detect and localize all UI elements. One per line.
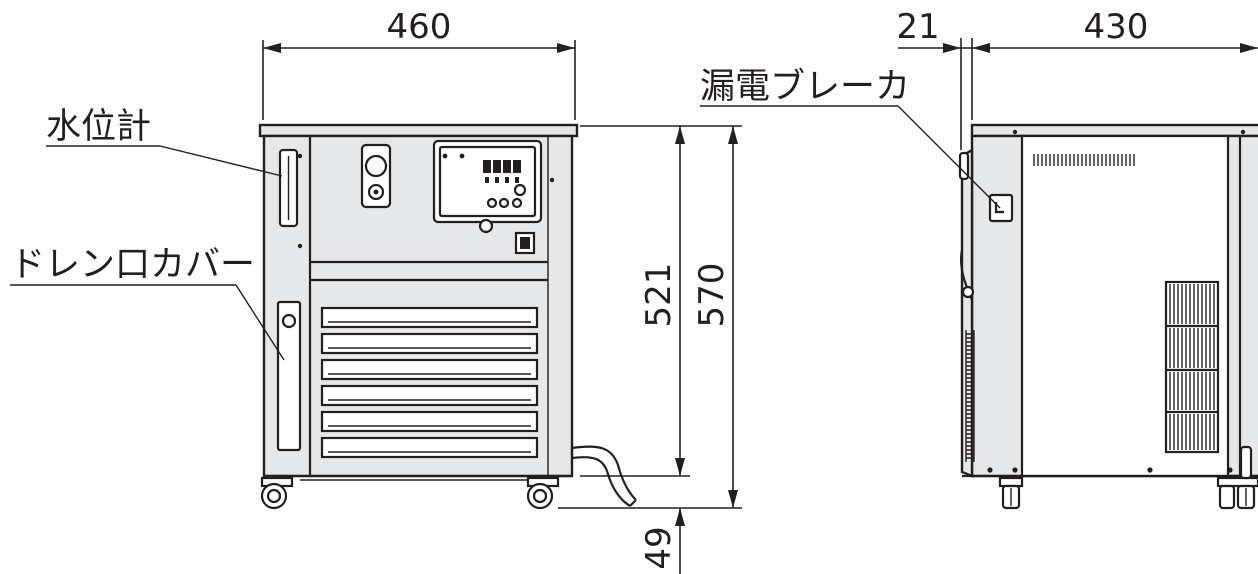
- rear-duct: [965, 330, 975, 462]
- water-gauge-window: [278, 148, 299, 228]
- front-left-caster: [260, 476, 294, 510]
- water-gauge-label: 水位計: [46, 107, 151, 147]
- side-left-caster: [998, 476, 1024, 510]
- display-segments: [483, 160, 521, 183]
- drain-cover-label: ドレン口カバー: [10, 245, 255, 285]
- label-water-gauge: 水位計: [46, 107, 283, 177]
- front-top-lid: [258, 123, 579, 138]
- dim-side-depth: 430: [1084, 7, 1149, 47]
- front-vent-grille: [320, 306, 539, 459]
- side-vent-grille: [1164, 280, 1220, 454]
- drain-hose: [571, 445, 637, 501]
- side-top-vents: [1033, 154, 1135, 166]
- breaker-switch: [988, 193, 1014, 223]
- breaker-label: 漏電ブレーカ: [700, 67, 910, 107]
- front-view: [258, 123, 637, 510]
- connector-module: [360, 143, 392, 209]
- label-drain-cover: ドレン口カバー: [10, 245, 285, 361]
- side-dimensions: [898, 38, 1258, 150]
- front-dimensions: [262, 40, 742, 574]
- dim-front-width: 460: [387, 7, 452, 47]
- front-right-caster: [526, 476, 560, 510]
- dim-side-offset: 21: [896, 7, 939, 47]
- label-breaker: 漏電ブレーカ: [700, 67, 1001, 209]
- drain-cover: [276, 300, 302, 452]
- dim-total-height: 570: [692, 263, 732, 328]
- side-right-caster: [1216, 445, 1258, 510]
- dim-body-height: 521: [639, 263, 679, 328]
- side-view: [958, 123, 1258, 510]
- dim-caster-height: 49: [639, 526, 679, 569]
- control-panel: [432, 139, 543, 234]
